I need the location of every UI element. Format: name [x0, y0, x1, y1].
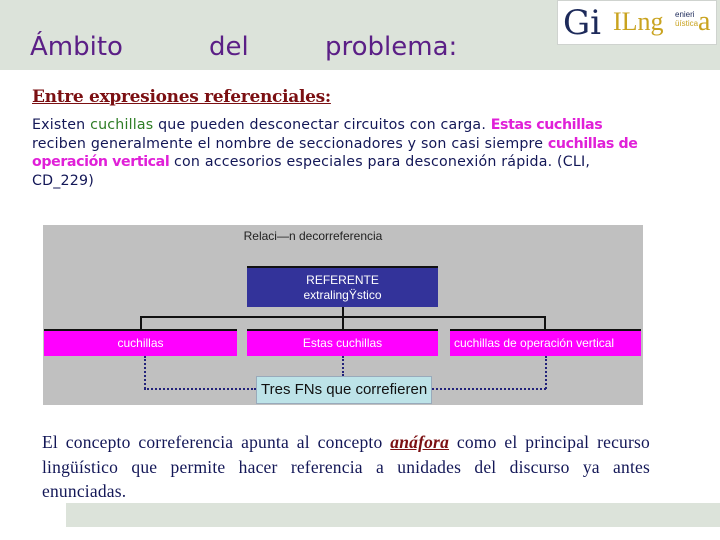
connector-right — [544, 316, 546, 329]
dotted-link-left — [144, 356, 146, 389]
highlight-estas-cuchillas: Estas cuchillas — [490, 117, 603, 133]
dotted-link-center — [342, 356, 344, 376]
callout-box: Tres FNs que correfieren — [256, 376, 432, 404]
connector-left — [140, 316, 142, 329]
ilinguistica-logo: Gi ILng enieri üística a — [557, 0, 717, 45]
node-estas-cuchillas: Estas cuchillas — [247, 329, 438, 356]
coreference-diagram: Relaci—n decorreferencia REFERENTE extra… — [43, 225, 643, 405]
logo-text-end: a — [698, 6, 711, 37]
dotted-link-right-h — [432, 388, 546, 390]
logo-text-small: enieri üística — [675, 10, 699, 28]
dotted-link-left-h — [144, 388, 256, 390]
node-cuchillas-vertical: cuchillas de operación vertical — [450, 329, 641, 356]
connector-vertical-top — [342, 307, 344, 329]
highlight-cuchillas: cuchillas — [90, 117, 154, 133]
node-cuchillas: cuchillas — [44, 329, 237, 356]
title-word-3: problema: — [325, 32, 458, 62]
title-word-1: Ámbito — [30, 32, 123, 62]
highlight-cuchillas-vertical: cuchillas de operación vertical — [32, 135, 638, 171]
logo-text-big: ILng — [613, 7, 664, 36]
referente-node: REFERENTE extralingŸstico — [247, 266, 438, 307]
diagram-title: Relaci—n decorreferencia — [243, 229, 383, 243]
section-heading: Entre expresiones referenciales: — [32, 87, 331, 107]
dotted-link-right — [545, 356, 547, 389]
example-paragraph: Existen cuchillas que pueden desconectar… — [32, 117, 638, 189]
conclusion-paragraph: El concepto correferencia apunta al conc… — [42, 432, 650, 501]
footer-band — [66, 503, 720, 527]
highlight-anafora: anáfora — [390, 432, 450, 452]
title-word-2: del — [209, 32, 249, 62]
connector-horizontal — [140, 316, 545, 318]
gi-logo-mark-icon: Gi — [563, 3, 602, 43]
